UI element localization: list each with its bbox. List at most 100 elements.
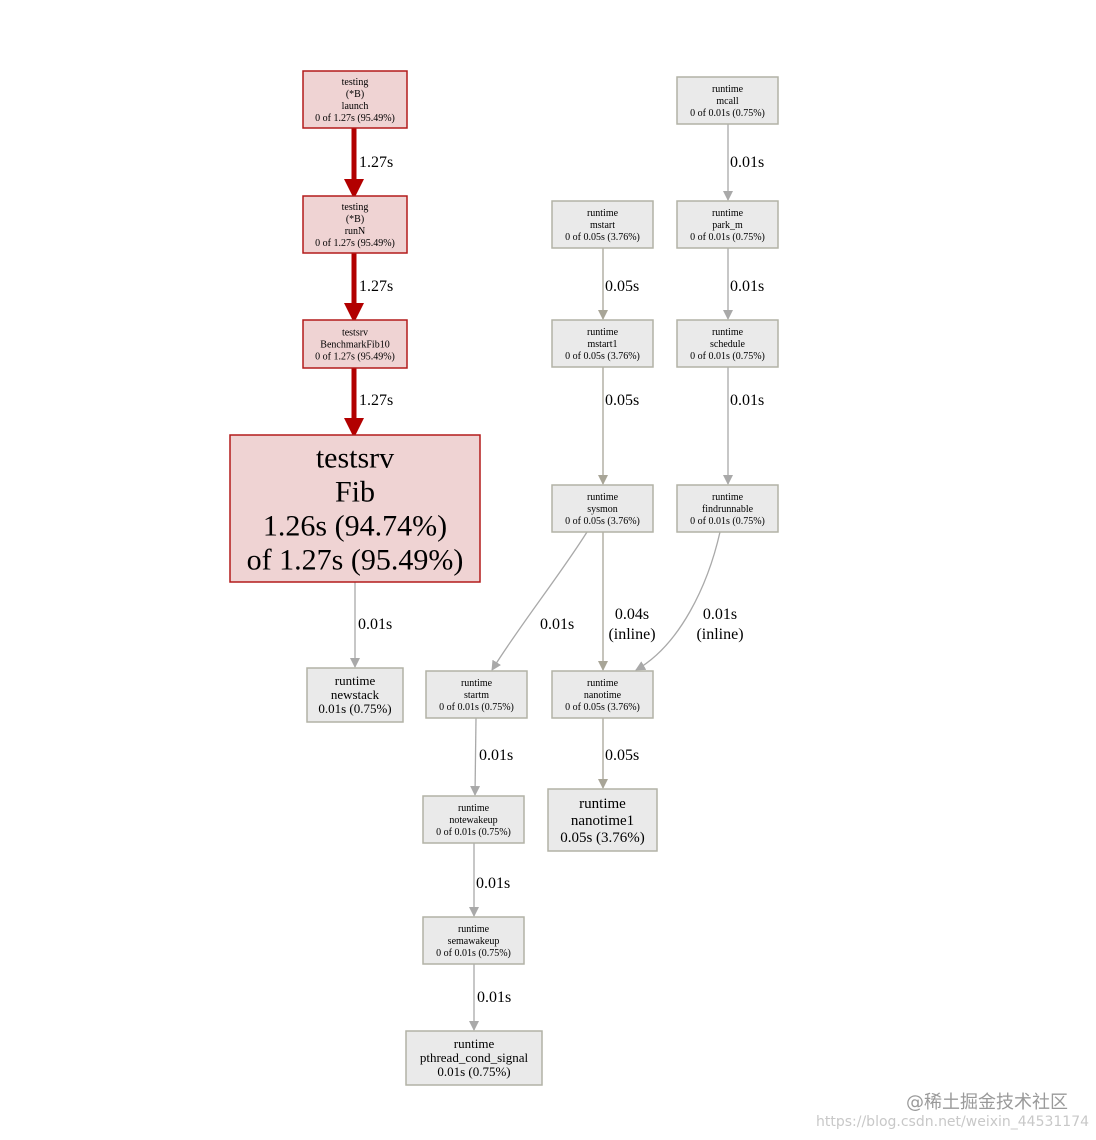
node-label-line: 0.01s (0.75%): [437, 1064, 510, 1079]
node-label-line: runtime: [579, 796, 626, 812]
node-label-line: 0 of 0.01s (0.75%): [436, 948, 511, 959]
node-box: [547, 788, 658, 852]
watermark-url: https://blog.csdn.net/weixin_44531174: [816, 1114, 1090, 1130]
node-label-line: runtime: [458, 803, 490, 814]
node-label-line: notewakeup: [449, 815, 497, 826]
edge-label: 0.01s: [730, 154, 764, 171]
edge-label-line: 0.01s: [479, 747, 513, 764]
node-label-line: runtime: [461, 678, 493, 689]
node-label-line: newstack: [331, 687, 380, 702]
node-box: [551, 200, 654, 249]
node-box: [229, 434, 481, 583]
edge-nanotime-nanotime1: 0.05s: [598, 718, 639, 789]
node-label-line: nanotime: [584, 690, 622, 701]
node-label-line: park_m: [712, 220, 743, 231]
node-label-line: testing: [342, 202, 369, 213]
edge-mstart-mstart1: 0.05s: [598, 248, 639, 320]
node-label-line: runN: [345, 226, 366, 237]
node-label-line: schedule: [710, 339, 746, 350]
node-label-line: 0 of 0.05s (3.76%): [565, 351, 640, 362]
edge-label-line: 1.27s: [359, 278, 393, 295]
node-box: [676, 200, 779, 249]
edge-launch-runN: 1.27s: [344, 128, 393, 199]
edge-label: 0.01s: [476, 875, 510, 892]
edge-label-line: 1.27s: [359, 154, 393, 171]
node-label-line: runtime: [587, 208, 619, 219]
edge-line: [491, 531, 588, 671]
node-label-line: runtime: [712, 208, 744, 219]
node-label-line: mstart1: [588, 339, 618, 350]
node-label-line: testsrv: [316, 442, 394, 475]
node-label-line: 0 of 0.01s (0.75%): [690, 351, 765, 362]
node-label-line: 0 of 0.01s (0.75%): [690, 516, 765, 527]
node-box: [425, 670, 528, 719]
node-box: [676, 319, 779, 368]
edge-label: 0.01s: [358, 616, 392, 633]
edge-label-line: 0.01s: [477, 989, 511, 1006]
edge-label-line: (inline): [608, 626, 655, 643]
node-box: [422, 795, 525, 844]
edge-label: 0.05s: [605, 392, 639, 409]
edge-label-line: (inline): [696, 626, 743, 643]
node-label-line: 0.01s (0.75%): [318, 701, 391, 716]
edge-label: 0.01s: [479, 747, 513, 764]
edge-label-line: 0.01s: [730, 392, 764, 409]
edge-label: 0.04s(inline): [608, 606, 655, 643]
node-label-line: 0.05s (3.76%): [560, 830, 645, 846]
edge-label-line: 0.05s: [605, 278, 639, 295]
edge-semawakeup-pthread: 0.01s: [469, 964, 511, 1031]
edge-label-line: 0.05s: [605, 747, 639, 764]
node-label-line: 0 of 1.27s (95.49%): [315, 238, 395, 249]
edge-label-line: 0.05s: [605, 392, 639, 409]
node-label-line: 0 of 1.27s (95.49%): [315, 352, 395, 363]
node-label-line: runtime: [458, 924, 490, 935]
node-label-line: runtime: [335, 673, 376, 688]
edge-label: 0.01s: [540, 616, 574, 633]
node-label-line: nanotime1: [571, 813, 634, 829]
node-label-line: runtime: [587, 492, 619, 503]
node-label-line: BenchmarkFib10: [320, 340, 389, 351]
node-label-line: findrunnable: [702, 504, 754, 515]
node-box: [676, 484, 779, 533]
node-label-line: 0 of 0.05s (3.76%): [565, 516, 640, 527]
node-label-line: mstart: [590, 220, 615, 231]
edge-label-line: 0.01s: [730, 154, 764, 171]
node-label-line: 0 of 0.05s (3.76%): [565, 702, 640, 713]
edge-runN-bench: 1.27s: [344, 253, 393, 323]
node-label-line: 0 of 0.01s (0.75%): [690, 108, 765, 119]
edge-label: 0.01s(inline): [696, 606, 743, 643]
edge-label: 1.27s: [359, 278, 393, 295]
edge-sysmon-nanotime: 0.04s(inline): [598, 532, 656, 671]
node-label-line: mcall: [716, 96, 738, 107]
node-label-line: 1.26s (94.74%): [263, 510, 447, 543]
node-label-line: runtime: [587, 678, 619, 689]
edge-label: 0.01s: [730, 278, 764, 295]
edge-startm-notewakeup: 0.01s: [470, 717, 513, 796]
edge-park_m-schedule: 0.01s: [723, 248, 764, 320]
edge-mcall-park_m: 0.01s: [723, 124, 764, 201]
node-label-line: runtime: [712, 492, 744, 503]
node-box: [422, 916, 525, 965]
edge-label: 1.27s: [359, 392, 393, 409]
node-label-line: 0 of 0.01s (0.75%): [436, 827, 511, 838]
